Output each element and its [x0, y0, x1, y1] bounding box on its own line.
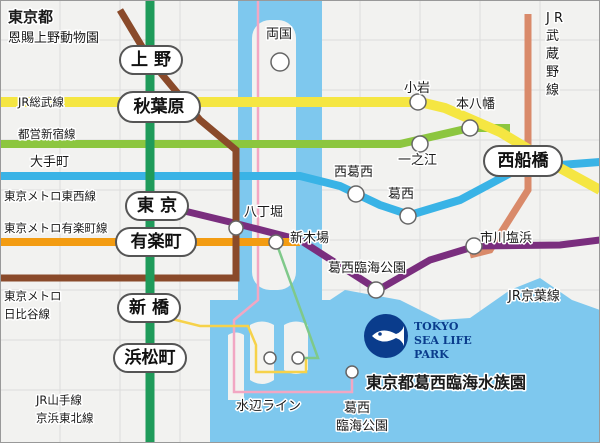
label-ueno-zoo: 恩賜上野動物園	[8, 31, 99, 46]
station-kasai[interactable]	[399, 207, 417, 225]
label-ichikawa-shiohama: 市川塩浜	[480, 230, 532, 246]
logo-line-2: SEA LIFE	[414, 334, 472, 347]
label-yamanote-1: JR山手線	[35, 393, 82, 407]
jr-musashino-line	[469, 14, 532, 259]
label-musashino-2: 武	[546, 29, 559, 44]
label-aquarium: 東京都葛西臨海水族園	[366, 373, 526, 392]
logo-line-3: PARK	[414, 348, 449, 361]
station-ichinoe[interactable]	[411, 135, 429, 153]
station-nishikasai[interactable]	[347, 185, 365, 203]
pill-shimbashi[interactable]: 新 橋	[117, 293, 181, 323]
label-motoyawata: 本八幡	[456, 97, 495, 112]
label-kasai: 葛西	[388, 187, 414, 202]
station-ryogoku[interactable]	[270, 52, 290, 72]
label-mizube-line: 水辺ライン	[236, 399, 301, 414]
pier-2[interactable]	[291, 351, 305, 365]
logo-line-1: TOKYO	[414, 320, 459, 333]
pill-nishifunabashi[interactable]: 西船橋	[483, 145, 563, 177]
label-nishikasai: 西葛西	[334, 165, 373, 180]
label-hibiya-1: 東京メトロ	[4, 289, 62, 303]
pier-1[interactable]	[263, 351, 277, 365]
label-hacchobori: 八丁堀	[244, 205, 283, 220]
label-tokyo-metro-gov: 東京都	[8, 8, 53, 26]
label-musashino-4: 野	[546, 65, 559, 80]
water-bus-route-yellow	[167, 316, 308, 374]
station-hacchobori[interactable]	[228, 220, 244, 236]
station-ichikawa-shiohama[interactable]	[465, 237, 483, 255]
label-toei-shinjuku: 都営新宿線	[18, 127, 76, 141]
pill-akihabara-label: 秋葉原	[134, 96, 185, 117]
label-musashino-3: 蔵	[546, 47, 559, 62]
pill-ueno-label: 上 野	[131, 50, 171, 70]
pill-shimbashi-label: 新 橋	[129, 297, 170, 318]
station-koiwa[interactable]	[409, 93, 427, 111]
pill-akihabara[interactable]: 秋葉原	[117, 91, 201, 123]
label-tokyo-metro-tozai: 東京メトロ東西線	[4, 189, 96, 203]
pill-tokyo[interactable]: 東 京	[125, 191, 189, 221]
label-tokyo-metro-yurakucho: 東京メトロ有楽町線	[4, 221, 108, 235]
label-ryogoku: 両国	[266, 27, 292, 42]
sea-life-park-logo: TOKYO SEA LIFE PARK	[364, 314, 472, 361]
label-musashino-1: J R	[545, 11, 563, 26]
label-pier-1: 葛西	[344, 401, 370, 416]
label-pier-2: 臨海公園	[336, 419, 388, 434]
label-jr-keiyo: JR京葉線	[507, 288, 560, 304]
label-jr-sobu: JR総武線	[17, 95, 64, 109]
pill-ueno[interactable]: 上 野	[119, 45, 183, 75]
label-kasai-rinkai-koen: 葛西臨海公園	[328, 261, 406, 276]
water-bus-route	[232, 0, 354, 394]
label-koiwa: 小岩	[404, 81, 430, 96]
label-hibiya-2: 日比谷線	[4, 307, 50, 321]
station-motoyawata[interactable]	[461, 119, 479, 137]
station-shinkiba[interactable]	[268, 234, 284, 250]
pill-yurakucho-label: 有楽町	[131, 231, 182, 252]
label-musashino-5: 線	[546, 82, 559, 98]
label-yamanote-2: 京浜東北線	[36, 411, 94, 425]
pier-kasai-rinkai[interactable]	[345, 365, 359, 379]
stations	[228, 52, 483, 379]
label-ichinoe: 一之江	[398, 153, 437, 168]
label-otemachi: 大手町	[30, 155, 69, 170]
label-shinkiba: 新木場	[290, 230, 329, 246]
pill-yurakucho[interactable]: 有楽町	[115, 227, 197, 257]
pill-nishifunabashi-label: 西船橋	[498, 150, 550, 171]
station-kasai-rinkai-koen[interactable]	[367, 281, 385, 299]
pill-hamamatsucho[interactable]: 浜松町	[113, 343, 187, 373]
pill-tokyo-label: 東 京	[137, 195, 177, 216]
pill-hamamatsucho-label: 浜松町	[125, 347, 176, 368]
